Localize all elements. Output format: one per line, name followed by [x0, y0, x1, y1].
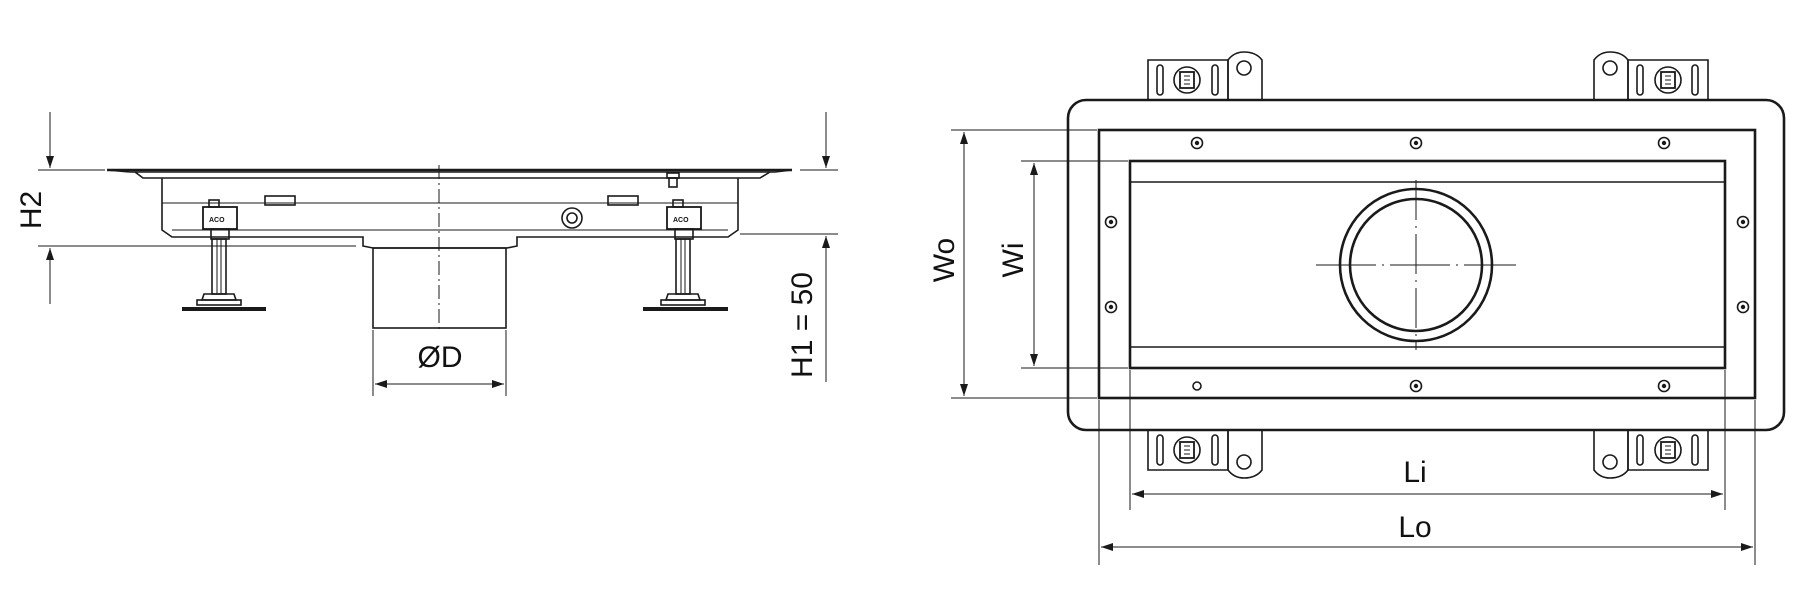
adjustable-foot-right: ACO [643, 199, 728, 311]
adjustable-foot-left: ACO [182, 199, 266, 311]
label-li: Li [1403, 456, 1426, 489]
label-wo: Wo [928, 238, 961, 282]
label-diameter: ØD [418, 341, 463, 374]
dimension-lo: Lo [1098, 400, 1756, 565]
outlet-circle [1316, 180, 1516, 350]
dimension-li: Li [1129, 370, 1726, 510]
inner-channel [1128, 159, 1727, 370]
mounting-lug [1593, 430, 1709, 479]
outer-flange [1066, 98, 1786, 432]
bracket-marking: ACO [673, 217, 689, 224]
grate-plate [106, 168, 793, 179]
plan-view: Wo Wi Li Lo [928, 51, 1786, 565]
mounting-lug [1147, 430, 1263, 479]
label-wi: Wi [997, 243, 1030, 278]
outlet-pipe [372, 165, 507, 330]
dimension-wi: Wi [997, 160, 1128, 369]
label-h1: H1 = 50 [786, 272, 819, 378]
dimension-h2: H2 [15, 112, 356, 304]
mounting-lug [1147, 51, 1263, 100]
bracket-marking: ACO [209, 217, 225, 224]
fixing-screws [1104, 136, 1750, 393]
dimension-wo: Wo [928, 129, 1097, 399]
label-lo: Lo [1398, 511, 1431, 544]
mounting-lug [1593, 51, 1709, 100]
side-view: ACO ACO H2 [15, 112, 838, 396]
outer-body-frame [1097, 128, 1757, 400]
label-h2: H2 [15, 191, 48, 229]
channel-body [161, 172, 739, 249]
dimension-diameter: ØD [372, 330, 507, 396]
dimension-h1: H1 = 50 [740, 112, 838, 382]
